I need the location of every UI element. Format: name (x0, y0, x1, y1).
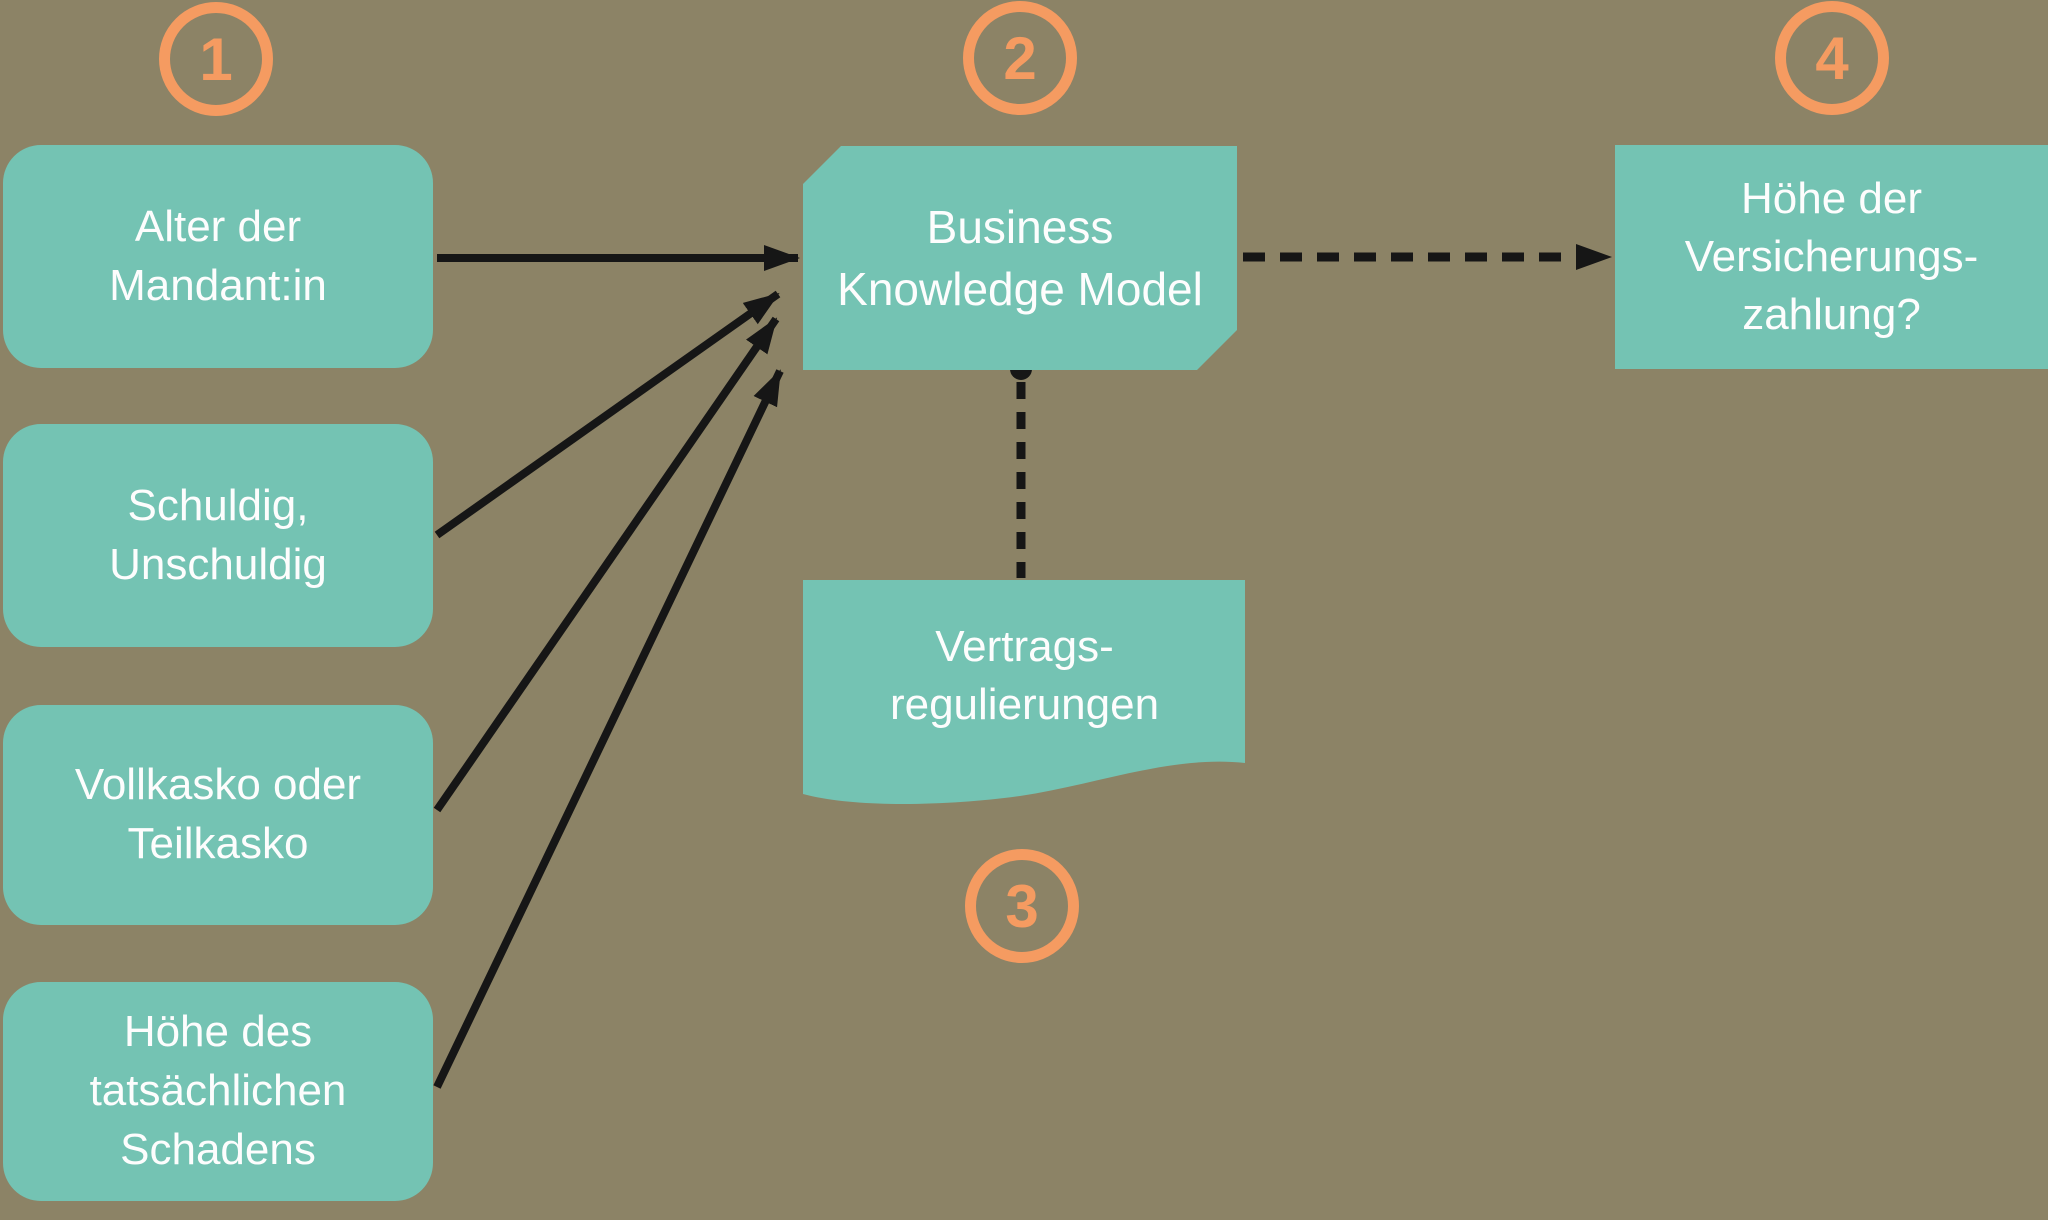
node-label: Höhe des tatsächlichen Schadens (89, 1007, 347, 1174)
step-badge-4: 4 (1775, 1, 1889, 115)
node-versicherungszahlung: Höhe der Versicherungs- zahlung? (1615, 145, 2048, 369)
step-badge-1: 1 (159, 2, 273, 116)
node-label: Business Knowledge Model (837, 200, 1203, 315)
step-badge-3-number: 3 (1005, 872, 1039, 940)
node-schuldig-unschuldig: Schuldig, Unschuldig (3, 424, 433, 647)
node-label: Schuldig, Unschuldig (109, 480, 327, 589)
edge-input4-to-bkm (433, 369, 784, 1089)
edge-input2-to-bkm (434, 290, 781, 539)
step-badge-2-number: 2 (1003, 24, 1037, 92)
node-business-knowledge-model: Business Knowledge Model (803, 146, 1237, 370)
edge-input3-to-bkm (433, 316, 780, 813)
step-badge-1-number: 1 (199, 25, 233, 93)
node-alter-mandantin: Alter der Mandant:in (3, 145, 433, 368)
document-shape (803, 580, 1245, 805)
step-badge-2: 2 (963, 1, 1077, 115)
node-label: Höhe der Versicherungs- zahlung? (1684, 173, 1979, 340)
node-vollkasko-teilkasko: Vollkasko oder Teilkasko (3, 705, 433, 925)
step-badge-3: 3 (965, 849, 1079, 963)
step-badge-4-number: 4 (1815, 24, 1849, 92)
node-hoehe-schadens: Höhe des tatsächlichen Schadens (3, 982, 433, 1201)
node-vertragsregulierungen: Vertrags- regulierungen (803, 580, 1246, 812)
node-label: Vollkasko oder Teilkasko (74, 760, 362, 868)
node-label: Vertrags- regulierungen (889, 621, 1160, 729)
node-label: Alter der Mandant:in (109, 201, 327, 310)
